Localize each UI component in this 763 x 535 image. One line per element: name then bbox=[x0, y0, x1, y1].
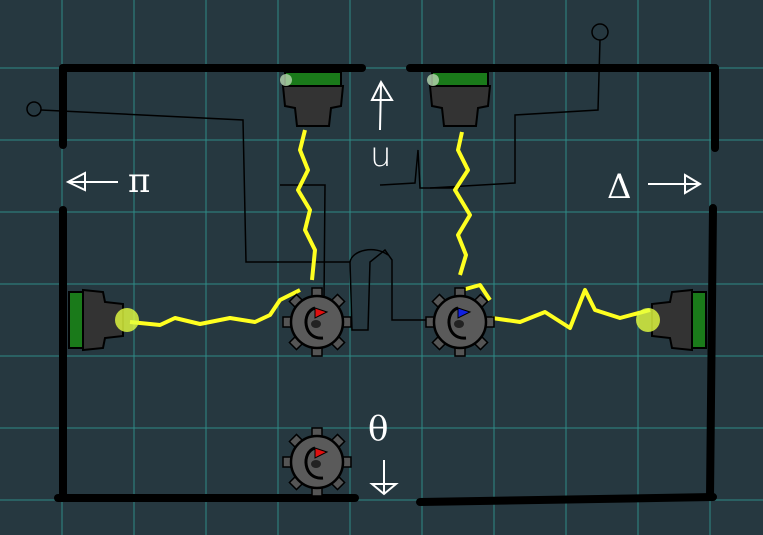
wires bbox=[26, 23, 609, 331]
exit-left-symbol: π bbox=[128, 161, 151, 201]
lightning-beams bbox=[129, 129, 651, 330]
gear-pointer-icon bbox=[314, 447, 329, 459]
laser-emitter bbox=[427, 71, 492, 127]
gear-pointer-icon bbox=[457, 307, 472, 319]
arrow-down-icon bbox=[369, 460, 399, 496]
rotating-gear[interactable] bbox=[282, 427, 352, 497]
exit-top-symbol: u bbox=[370, 135, 392, 175]
arrow-right-icon bbox=[648, 173, 702, 195]
laser-emitter bbox=[68, 288, 139, 352]
rotating-gear[interactable] bbox=[282, 287, 352, 357]
walls bbox=[54, 64, 719, 506]
arrow-up-icon bbox=[370, 79, 394, 131]
laser-emitter bbox=[636, 288, 707, 352]
exit-arrows bbox=[65, 79, 702, 496]
gear-pointer-icon bbox=[314, 307, 329, 319]
exit-bottom-symbol: θ bbox=[368, 409, 389, 449]
laser-emitter bbox=[280, 71, 345, 127]
arrow-left-icon bbox=[65, 171, 118, 192]
rotating-gear[interactable] bbox=[425, 287, 495, 357]
exit-right-symbol: Δ bbox=[607, 167, 632, 207]
